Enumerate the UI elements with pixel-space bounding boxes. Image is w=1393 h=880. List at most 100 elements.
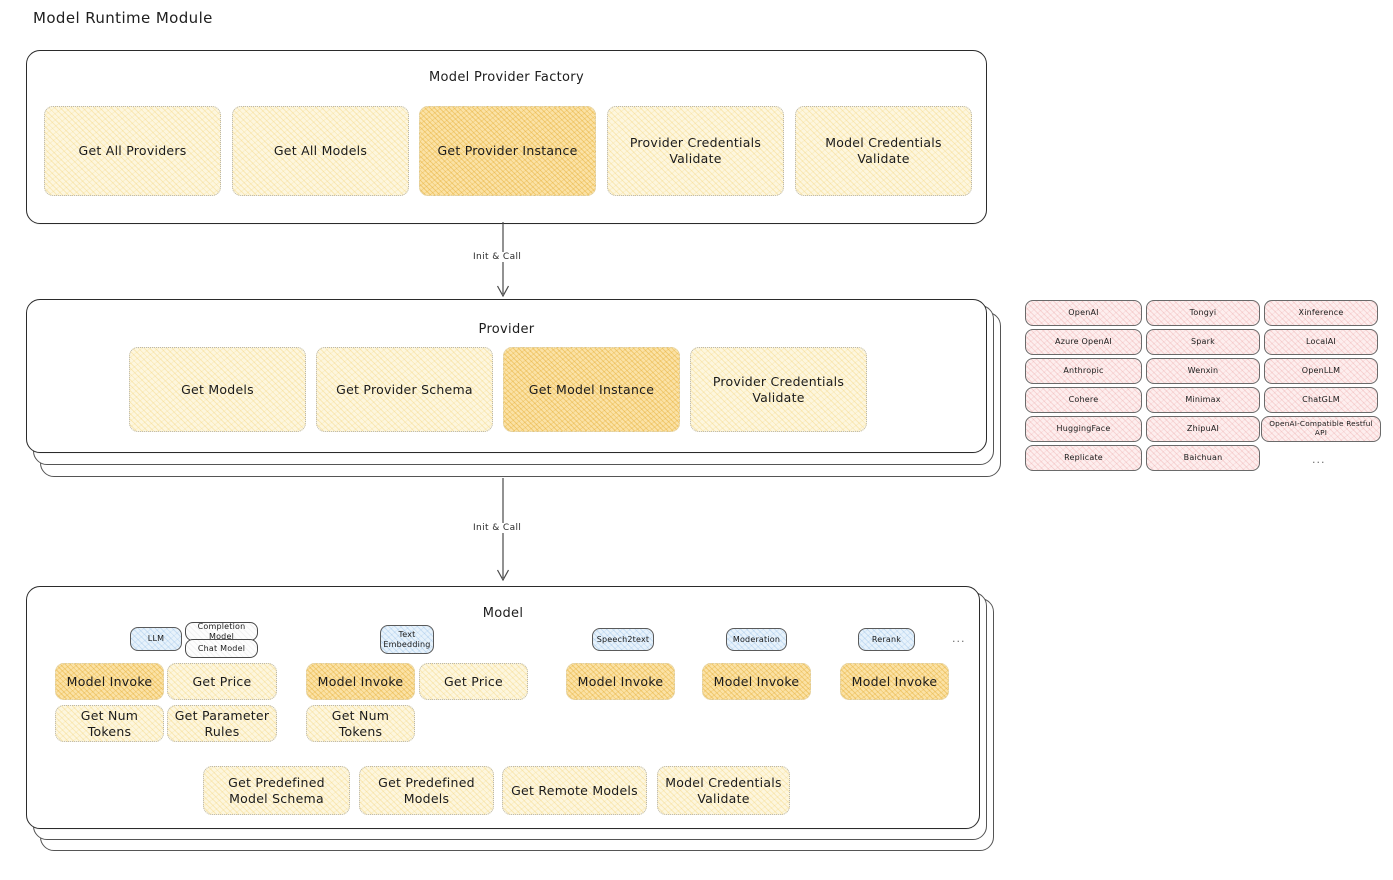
arrow-label-init-and-call-2: Init & Call — [470, 523, 525, 533]
page-title: Model Runtime Module — [33, 9, 213, 27]
provider-chip-anthropic-label: Anthropic — [1063, 366, 1104, 376]
provider-box-get-model-instance[interactable]: Get Model Instance — [503, 347, 680, 432]
provider-chip-replicate[interactable]: Replicate — [1025, 445, 1142, 471]
factory-box-provider-credentials-validate-label: Provider Credentials Validate — [629, 135, 762, 166]
factory-box-model-credentials-validate[interactable]: Model Credentials Validate — [795, 106, 972, 196]
model-type-chip-speech2text-label: Speech2text — [596, 634, 650, 644]
provider-chip-zhipuai[interactable]: ZhipuAI — [1146, 416, 1260, 442]
model-box-get-predefined-models-label: Get Predefined Models — [378, 774, 475, 806]
factory-box-get-all-models[interactable]: Get All Models — [232, 106, 409, 196]
provider-chip-cohere[interactable]: Cohere — [1025, 387, 1142, 413]
provider-chip-openllm[interactable]: OpenLLM — [1264, 358, 1378, 384]
model-provider-factory-title: Model Provider Factory — [429, 70, 584, 85]
model-llm-box-model-invoke[interactable]: Model Invoke — [55, 663, 164, 700]
provider-chip-openai[interactable]: OpenAI — [1025, 300, 1142, 326]
model-rerank-box-model-invoke[interactable]: Model Invoke — [840, 663, 949, 700]
model-text-embedding-box-model-invoke[interactable]: Model Invoke — [306, 663, 415, 700]
model-box-model-credentials-validate[interactable]: Model Credentials Validate — [657, 766, 790, 815]
model-llm-box-get-parameter-rules[interactable]: Get Parameter Rules — [167, 705, 277, 742]
model-box-get-remote-models[interactable]: Get Remote Models — [502, 766, 647, 815]
provider-chip-localai[interactable]: LocalAI — [1264, 329, 1378, 355]
model-type-chip-rerank[interactable]: Rerank — [858, 628, 915, 651]
provider-chip-azure-openai-label: Azure OpenAI — [1055, 337, 1112, 347]
model-box-get-predefined-models[interactable]: Get Predefined Models — [359, 766, 494, 815]
model-llm-box-model-invoke-label: Model Invoke — [66, 673, 153, 689]
model-box-get-predefined-model-schema[interactable]: Get Predefined Model Schema — [203, 766, 350, 815]
model-llm-box-get-price[interactable]: Get Price — [167, 663, 277, 700]
model-text-embedding-box-model-invoke-label: Model Invoke — [317, 673, 404, 689]
provider-chip-baichuan-label: Baichuan — [1183, 453, 1223, 463]
model-type-chip-speech2text[interactable]: Speech2text — [592, 628, 654, 651]
model-llm-box-get-num-tokens[interactable]: Get Num Tokens — [55, 705, 164, 742]
model-title: Model — [482, 606, 524, 621]
model-subtype-chip-completion-model-label: Completion Model — [197, 621, 246, 641]
model-type-chip-rerank-label: Rerank — [871, 634, 902, 644]
factory-box-get-all-providers[interactable]: Get All Providers — [44, 106, 221, 196]
provider-chip-spark[interactable]: Spark — [1146, 329, 1260, 355]
provider-chip-azure-openai[interactable]: Azure OpenAI — [1025, 329, 1142, 355]
provider-box-provider-credentials-validate[interactable]: Provider Credentials Validate — [690, 347, 867, 432]
provider-chip-anthropic[interactable]: Anthropic — [1025, 358, 1142, 384]
provider-chip-baichuan[interactable]: Baichuan — [1146, 445, 1260, 471]
model-rerank-box-model-invoke-label: Model Invoke — [851, 673, 938, 689]
factory-box-get-provider-instance-label: Get Provider Instance — [437, 143, 578, 159]
model-type-chip-text-embedding-label: Text Embedding — [383, 629, 431, 649]
model-subtype-chip-chat-model-label: Chat Model — [197, 643, 246, 653]
model-type-chip-moderation[interactable]: Moderation — [726, 628, 787, 651]
model-text-embedding-box-get-price[interactable]: Get Price — [419, 663, 528, 700]
provider-chip-cohere-label: Cohere — [1068, 395, 1099, 405]
provider-box-get-models-label: Get Models — [181, 381, 254, 397]
provider-box-get-provider-schema[interactable]: Get Provider Schema — [316, 347, 493, 432]
model-types-ellipsis: ... — [952, 632, 966, 645]
model-subtype-chip-completion-model[interactable]: Completion Model — [185, 622, 258, 641]
model-type-chip-llm-label: LLM — [147, 634, 165, 644]
provider-chip-wenxin[interactable]: Wenxin — [1146, 358, 1260, 384]
model-box-get-predefined-model-schema-label: Get Predefined Model Schema — [228, 774, 325, 806]
model-subtype-chip-chat-model[interactable]: Chat Model — [185, 639, 258, 658]
model-box-model-credentials-validate-label: Model Credentials Validate — [665, 774, 782, 806]
provider-title: Provider — [478, 322, 535, 337]
provider-chip-spark-label: Spark — [1191, 337, 1215, 347]
model-text-embedding-box-get-num-tokens-label: Get Num Tokens — [331, 707, 390, 739]
model-speech2text-box-model-invoke-label: Model Invoke — [577, 673, 664, 689]
factory-box-get-all-models-label: Get All Models — [273, 143, 368, 159]
arrow-label-init-and-call-1: Init & Call — [470, 252, 525, 262]
model-type-chip-text-embedding[interactable]: Text Embedding — [380, 625, 434, 654]
provider-chip-wenxin-label: Wenxin — [1187, 366, 1219, 376]
provider-chip-chatglm[interactable]: ChatGLM — [1264, 387, 1378, 413]
provider-list-ellipsis: ... — [1312, 453, 1326, 466]
model-moderation-box-model-invoke-label: Model Invoke — [713, 673, 800, 689]
provider-chip-xinference[interactable]: Xinference — [1264, 300, 1378, 326]
arrow-factory-to-provider — [496, 222, 510, 298]
model-llm-box-get-price-label: Get Price — [192, 673, 252, 689]
provider-chip-tongyi-label: Tongyi — [1189, 308, 1217, 318]
provider-chip-openllm-label: OpenLLM — [1301, 366, 1341, 376]
model-moderation-box-model-invoke[interactable]: Model Invoke — [702, 663, 811, 700]
provider-chip-chatglm-label: ChatGLM — [1302, 395, 1340, 405]
factory-box-provider-credentials-validate[interactable]: Provider Credentials Validate — [607, 106, 784, 196]
provider-box-get-model-instance-label: Get Model Instance — [528, 381, 655, 397]
provider-chip-minimax-label: Minimax — [1185, 395, 1221, 405]
provider-chip-huggingface[interactable]: HuggingFace — [1025, 416, 1142, 442]
model-box-get-remote-models-label: Get Remote Models — [511, 782, 638, 798]
provider-chip-openai-compatible-restful-api[interactable]: OpenAI-Compatible Restful API — [1261, 416, 1381, 442]
model-text-embedding-box-get-num-tokens[interactable]: Get Num Tokens — [306, 705, 415, 742]
provider-chip-openai-compatible-restful-api-label: OpenAI-Compatible Restful API — [1269, 419, 1373, 437]
provider-chip-replicate-label: Replicate — [1064, 453, 1103, 463]
model-text-embedding-box-get-price-label: Get Price — [444, 673, 503, 689]
provider-chip-xinference-label: Xinference — [1298, 308, 1344, 318]
factory-box-model-credentials-validate-label: Model Credentials Validate — [825, 135, 942, 166]
model-speech2text-box-model-invoke[interactable]: Model Invoke — [566, 663, 675, 700]
factory-box-get-provider-instance[interactable]: Get Provider Instance — [419, 106, 596, 196]
provider-box-get-provider-schema-label: Get Provider Schema — [336, 381, 473, 397]
model-type-chip-llm[interactable]: LLM — [130, 627, 182, 651]
factory-box-get-all-providers-label: Get All Providers — [78, 143, 187, 159]
model-llm-box-get-parameter-rules-label: Get Parameter Rules — [174, 707, 270, 739]
provider-chip-minimax[interactable]: Minimax — [1146, 387, 1260, 413]
provider-chip-tongyi[interactable]: Tongyi — [1146, 300, 1260, 326]
provider-chip-zhipuai-label: ZhipuAI — [1186, 424, 1220, 434]
model-llm-box-get-num-tokens-label: Get Num Tokens — [80, 707, 139, 739]
provider-chip-localai-label: LocalAI — [1306, 337, 1336, 347]
provider-box-get-models[interactable]: Get Models — [129, 347, 306, 432]
provider-chip-openai-label: OpenAI — [1068, 308, 1099, 318]
